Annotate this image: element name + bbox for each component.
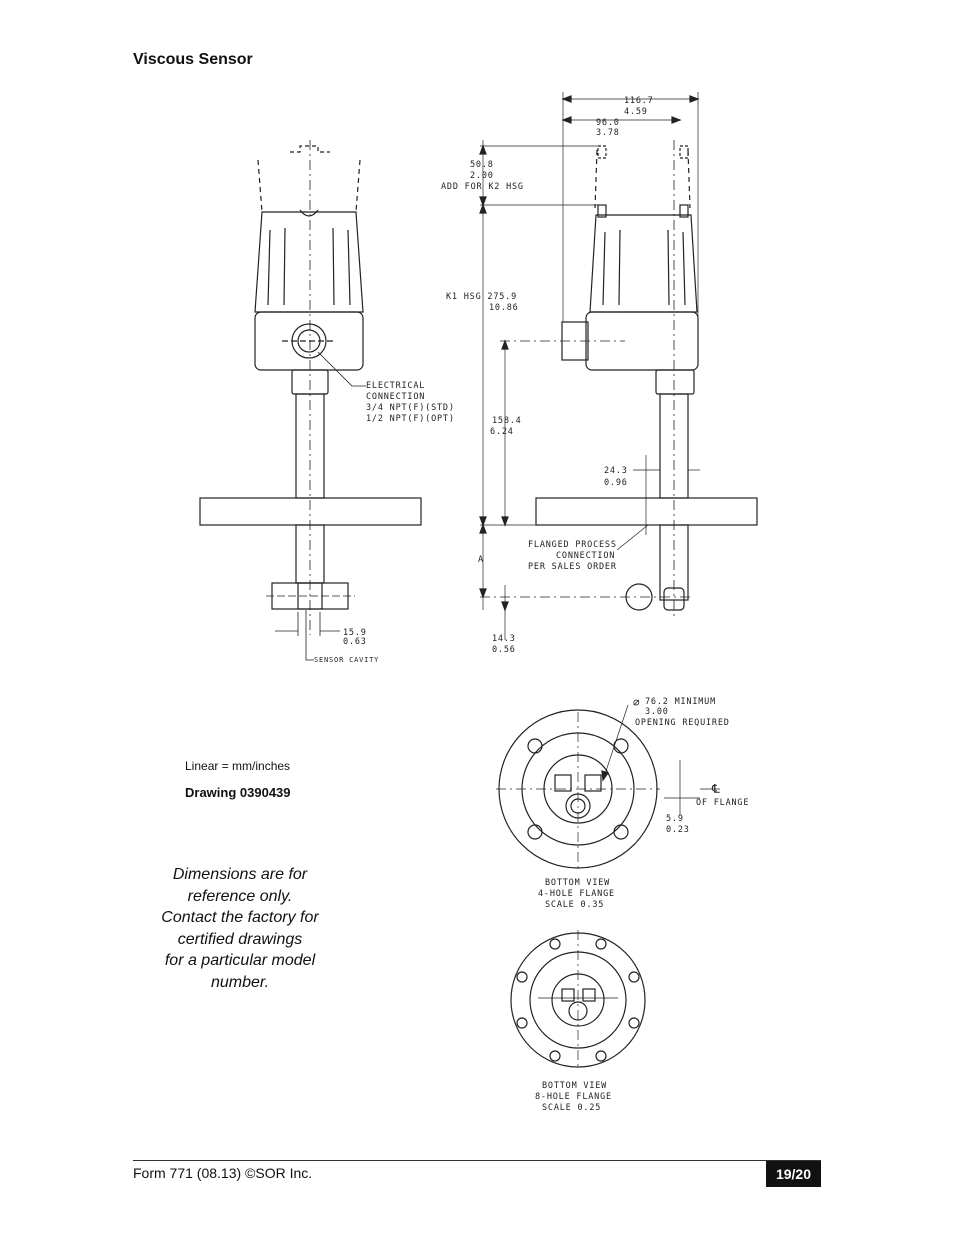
dim-mid-in: 6.24 — [490, 427, 514, 437]
dim-cavity-in: 0.63 — [343, 637, 367, 647]
dim-k1-mm: K1 HSG 275.9 — [446, 292, 517, 302]
dim-mid-mm: 158.4 — [492, 416, 522, 426]
dim-bottom-mm: 14.3 — [492, 634, 516, 644]
bottom-view-8-label-2: 8-HOLE FLANGE — [535, 1092, 612, 1102]
units-note: Linear = mm/inches — [185, 759, 291, 773]
disclaimer-note: Dimensions are for reference only. Conta… — [150, 864, 330, 993]
dimension-labels: 116.7 4.59 96.0 3.78 50.8 2.00 ADD FOR K… — [314, 96, 749, 1113]
dim-k1-in: 10.86 — [489, 303, 519, 313]
sensor-cavity-label: SENSOR CAVITY — [314, 656, 379, 664]
min-opening-1: 76.2 MINIMUM — [645, 697, 716, 707]
footer-divider — [133, 1160, 821, 1161]
cl-offset-in: 0.23 — [666, 825, 690, 835]
flange-label-3: PER SALES ORDER — [528, 562, 617, 572]
dim-width-mm: 116.7 — [624, 96, 654, 106]
dim-a: A — [478, 555, 484, 565]
centerline-label: OF FLANGE — [696, 798, 749, 808]
dim-k2-mm: 50.8 — [470, 160, 494, 170]
elec-label-2: CONNECTION — [366, 392, 425, 402]
drawing-number: Drawing 0390439 — [185, 785, 291, 800]
disclaimer-line: reference only. — [187, 887, 293, 905]
bottom-view-4-label-3: SCALE 0.35 — [545, 900, 604, 910]
dim-off-in: 0.96 — [604, 478, 628, 488]
bottom-view-8-hole — [510, 930, 646, 1070]
dim-head-in: 3.78 — [596, 128, 620, 138]
disclaimer-line: number. — [210, 973, 270, 991]
bottom-view-4-label-2: 4-HOLE FLANGE — [538, 889, 615, 899]
dim-cavity-mm: 15.9 — [343, 628, 367, 638]
disclaimer-line: Contact the factory for — [161, 909, 319, 926]
bottom-view-8-label-1: BOTTOM VIEW — [542, 1081, 607, 1091]
dim-width-in: 4.59 — [624, 107, 648, 117]
page-title: Viscous Sensor — [133, 51, 253, 68]
bottom-view-4-hole — [496, 704, 720, 869]
dim-k2-in: 2.00 — [470, 171, 494, 181]
min-opening-2: 3.00 — [645, 707, 669, 717]
min-opening-3: OPENING REQUIRED — [635, 718, 730, 728]
disclaimer-line: certified drawings — [177, 930, 303, 948]
cl-offset-mm: 5.9 — [666, 814, 684, 824]
elec-label-3: 3/4 NPT(F)(STD) — [366, 403, 455, 413]
bottom-view-8-label-3: SCALE 0.25 — [542, 1103, 601, 1113]
side-view — [479, 92, 758, 640]
dim-head-mm: 96.0 — [596, 118, 620, 128]
bottom-view-4-label-1: BOTTOM VIEW — [545, 878, 610, 888]
elec-label-4: 1/2 NPT(F)(OPT) — [366, 414, 455, 424]
front-view — [199, 140, 422, 661]
flange-label-1: FLANGED PROCESS — [528, 540, 617, 550]
footer-form-number: Form 771 (08.13) ©SOR Inc. — [133, 1165, 313, 1181]
page-number-badge: 19/20 — [766, 1161, 821, 1187]
dim-off-mm: 24.3 — [604, 466, 628, 476]
elec-label-1: ELECTRICAL — [366, 381, 425, 391]
dim-bottom-in: 0.56 — [492, 645, 516, 655]
centerline-symbol: ℄ — [711, 782, 721, 796]
dim-k2-note: ADD FOR K2 HSG — [441, 182, 524, 192]
disclaimer-line: for a particular model — [164, 952, 316, 969]
disclaimer-line: Dimensions are for — [172, 866, 308, 883]
flange-label-2: CONNECTION — [556, 551, 615, 561]
diameter-symbol: ∅ — [633, 696, 640, 709]
